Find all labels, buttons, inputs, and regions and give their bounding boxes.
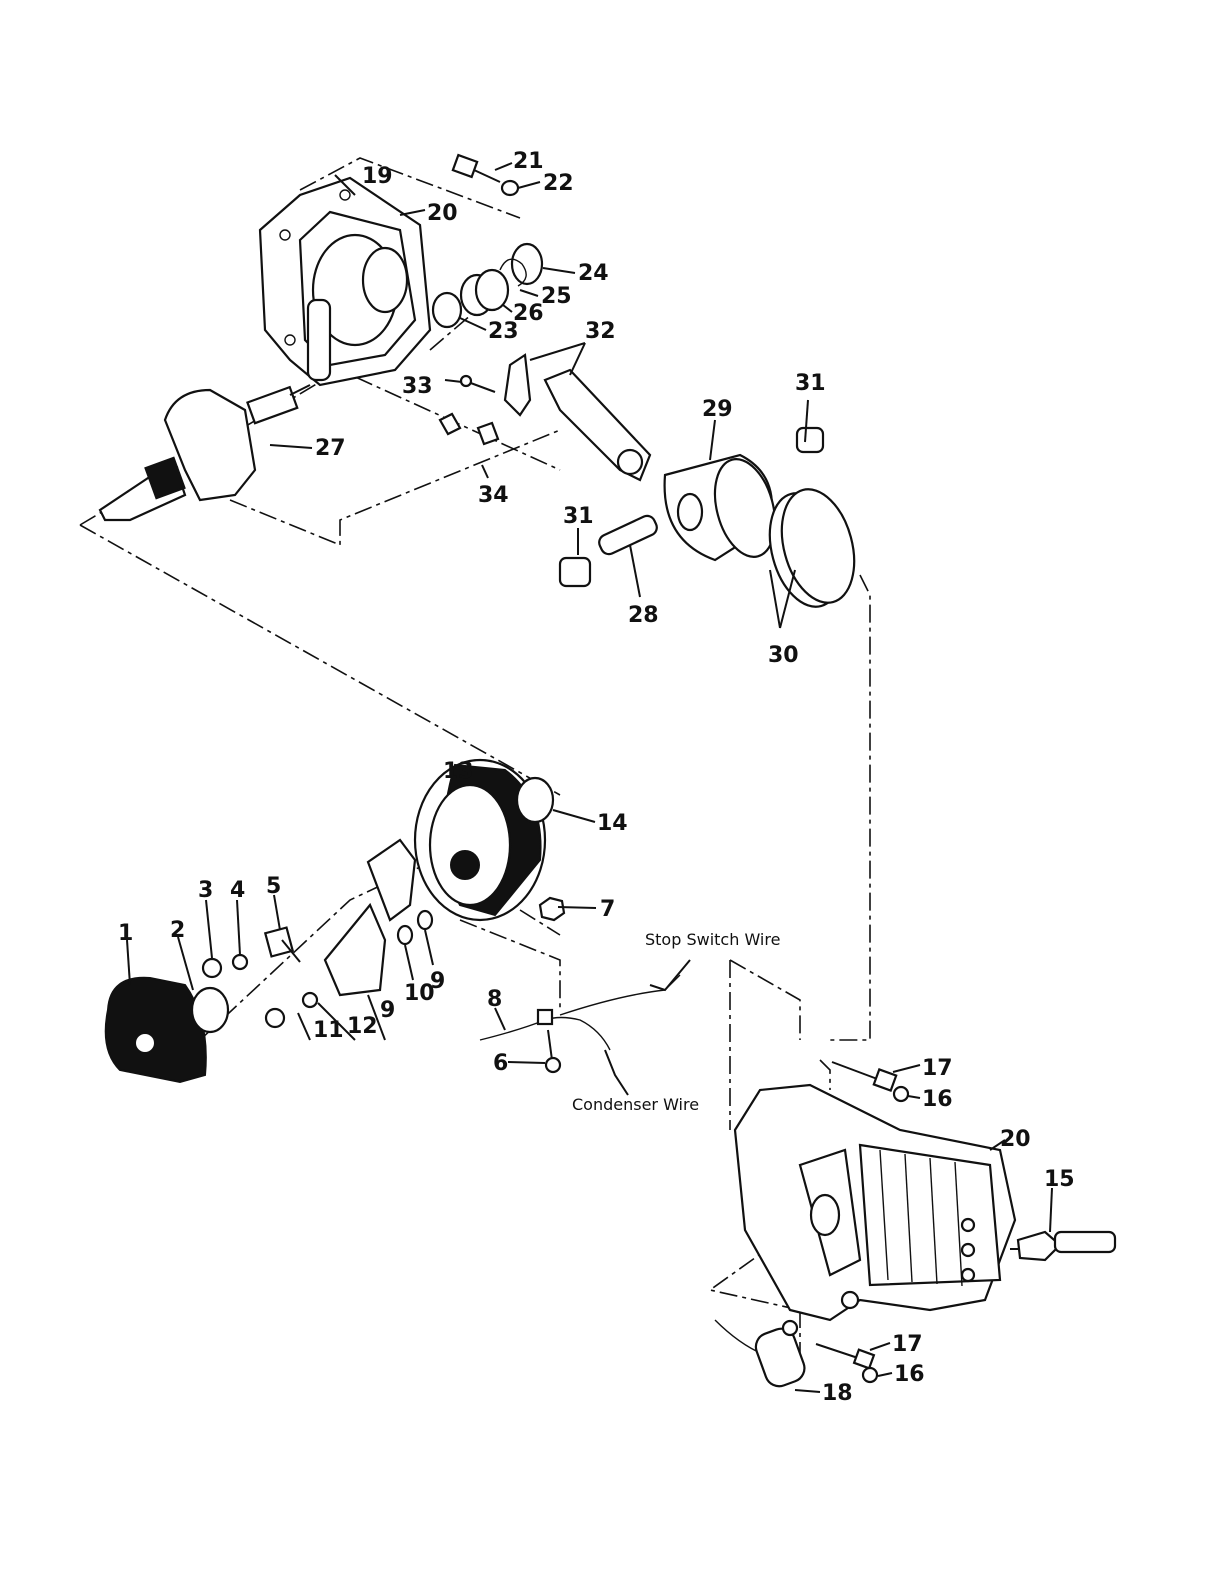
callout-22: 22: [543, 171, 574, 196]
washer-16a-part: [894, 1087, 908, 1101]
callout-30: 30: [768, 643, 799, 668]
condenser-wire-label: Condenser Wire: [572, 1095, 699, 1114]
piston-part: [665, 452, 785, 563]
callout-25: 25: [541, 284, 572, 309]
screw-11-part: [266, 1009, 284, 1027]
retainer-31a-part: [560, 558, 590, 586]
screw-3-part: [203, 959, 221, 977]
wire-terminal-part: [480, 975, 680, 1072]
starter-cup-part: [106, 978, 206, 1082]
callout-28: 28: [628, 603, 659, 628]
callout-17-b: 17: [892, 1332, 923, 1357]
callout-16-a: 16: [922, 1087, 953, 1112]
spring-5-part: [265, 928, 300, 962]
screw-33-part: [461, 376, 495, 392]
retainer-31b-part: [797, 428, 823, 452]
callout-24: 24: [578, 261, 609, 286]
washer-16b-part: [863, 1368, 877, 1382]
washer-22-part: [502, 181, 518, 195]
callout-15: 15: [1044, 1167, 1075, 1192]
callout-4: 4: [230, 878, 245, 903]
callout-20-b: 20: [1000, 1127, 1031, 1152]
callout-12: 12: [347, 1014, 378, 1039]
callout-33: 33: [402, 374, 433, 399]
callout-2: 2: [170, 918, 185, 943]
cylinder-part: [735, 1085, 1015, 1320]
crankcase-half-part: [260, 178, 430, 385]
callout-34: 34: [478, 483, 509, 508]
washer-2-part: [192, 988, 228, 1032]
washer-10-part: [398, 926, 412, 944]
callout-20-a: 20: [427, 201, 458, 226]
bearing-26-part: [461, 270, 508, 315]
callout-13: 13: [443, 759, 474, 784]
ignition-module-part: [325, 840, 415, 995]
callout-1: 1: [118, 921, 133, 946]
washer-4-part: [233, 955, 247, 969]
callout-9-a: 9: [380, 998, 395, 1023]
nut-7-part: [540, 898, 564, 920]
seal-24-part: [512, 244, 542, 284]
callout-6: 6: [493, 1051, 508, 1076]
seal-23-part: [433, 293, 461, 327]
callout-14: 14: [597, 811, 628, 836]
bolt-17a-part: [832, 1062, 896, 1091]
washer-12-part: [303, 993, 317, 1007]
condenser-part: [715, 1320, 808, 1390]
spark-plug-part: [1010, 1232, 1115, 1260]
callout-31-a: 31: [563, 504, 594, 529]
seal-14-part: [517, 778, 553, 822]
callout-18: 18: [822, 1381, 853, 1406]
callout-27: 27: [315, 436, 346, 461]
connecting-rod-part: [505, 355, 650, 480]
callout-16-b: 16: [894, 1362, 925, 1387]
callout-11: 11: [313, 1018, 344, 1043]
washer-9-part: [418, 911, 432, 929]
bolt-21-part: [453, 155, 500, 182]
stop-switch-wire-label: Stop Switch Wire: [645, 930, 780, 949]
bolt-17b-part: [816, 1344, 874, 1368]
callout-10: 10: [404, 981, 435, 1006]
piston-pin-part: [597, 513, 660, 556]
callout-31-b: 31: [795, 371, 826, 396]
bearing-34-part: [440, 414, 498, 444]
callout-29: 29: [702, 397, 733, 422]
callout-21: 21: [513, 149, 544, 174]
callout-7: 7: [600, 897, 615, 922]
callout-19: 19: [362, 164, 393, 189]
callout-26: 26: [513, 301, 544, 326]
callout-17-a: 17: [922, 1056, 953, 1081]
callout-3: 3: [198, 878, 213, 903]
callout-32: 32: [585, 319, 616, 344]
crankshaft-part: [100, 385, 310, 520]
callout-5: 5: [266, 874, 281, 899]
callout-8: 8: [487, 987, 502, 1012]
